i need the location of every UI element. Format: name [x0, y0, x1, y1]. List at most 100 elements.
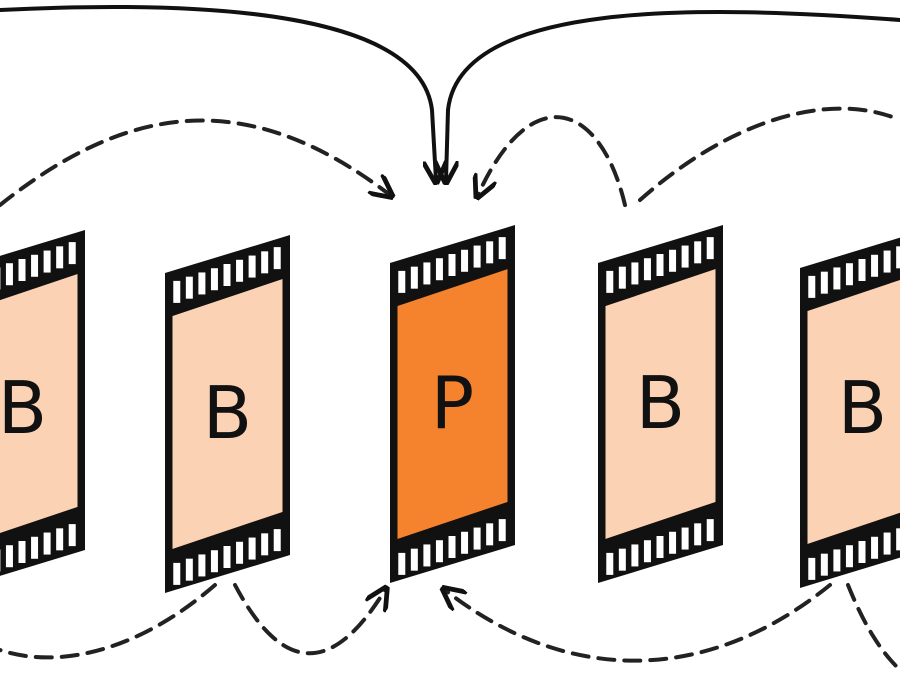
sprocket-hole [43, 250, 51, 273]
sprocket-hole [273, 247, 281, 270]
sprocket-hole [410, 266, 418, 289]
sprocket-hole [808, 557, 816, 580]
sprocket-hole [423, 262, 431, 285]
sprocket-hole [706, 519, 714, 542]
sprocket-hole [56, 528, 64, 551]
sprocket-hole [461, 531, 469, 554]
frame-picture [804, 276, 900, 549]
dashed-arrow-top-right-inner [478, 115, 627, 207]
frame-picture [602, 264, 719, 544]
frame-label: B [838, 366, 887, 450]
sprocket-hole [833, 549, 841, 572]
sprocket-hole [448, 254, 456, 276]
solid-arrow-left [0, 4, 436, 180]
sprocket-hole [18, 541, 26, 563]
sprocket-hole [435, 540, 443, 563]
sprocket-hole [871, 254, 879, 277]
sprocket-hole [198, 554, 206, 577]
sprocket-hole [681, 245, 689, 268]
frame-picture [169, 274, 286, 554]
sprocket-hole [631, 544, 639, 567]
sprocket-hole [858, 541, 866, 563]
sprocket-hole [681, 527, 689, 550]
solid-arrow-right [446, 10, 900, 180]
sprocket-hole [236, 541, 244, 564]
sprocket-hole [398, 270, 406, 293]
sprocket-hole [486, 241, 494, 264]
sprocket-hole [606, 270, 614, 293]
sprocket-hole [643, 258, 651, 281]
sprocket-hole [5, 263, 13, 286]
sprocket-hole [631, 262, 639, 285]
sprocket-hole [473, 527, 481, 550]
sprocket-hole [858, 259, 866, 281]
sprocket-hole [656, 254, 664, 276]
sprocket-hole [210, 550, 218, 573]
sprocket-hole [845, 545, 853, 568]
sprocket-hole [18, 259, 26, 281]
film-frame-b-4: B [598, 225, 723, 583]
dashed-arrow-top-left [0, 118, 390, 207]
frame-label: B [636, 361, 685, 445]
dashed-arrow-bottom-left-inner [233, 585, 385, 656]
sprocket-hole [808, 275, 816, 298]
sprocket-hole [833, 267, 841, 290]
sprocket-hole [643, 540, 651, 563]
sprocket-hole [273, 529, 281, 552]
sprocket-hole [694, 523, 702, 546]
sprocket-hole [435, 258, 443, 281]
sprocket-hole [248, 255, 256, 278]
sprocket-hole [618, 266, 626, 289]
sprocket-hole [896, 528, 900, 551]
film-frame-b-2: B [165, 235, 290, 593]
sprocket-hole [68, 524, 76, 547]
sprocket-hole [871, 536, 879, 559]
frame-label: B [0, 366, 47, 450]
frame-label: P [431, 361, 474, 445]
film-frame-b-5: B [800, 237, 900, 588]
sprocket-hole [473, 245, 481, 268]
frame-picture [0, 269, 81, 537]
sprocket-hole [845, 263, 853, 286]
sprocket-hole [461, 249, 469, 272]
sprocket-hole [706, 237, 714, 260]
sprocket-hole [883, 532, 891, 555]
sprocket-hole [173, 562, 181, 585]
sprocket-hole [820, 271, 828, 294]
sprocket-hole [669, 249, 677, 272]
sprocket-hole [606, 552, 614, 575]
sprocket-hole [223, 264, 231, 286]
sprocket-hole [5, 545, 13, 568]
sprocket-hole [185, 558, 193, 581]
sprocket-hole [820, 553, 828, 576]
frame-picture [394, 264, 511, 544]
sprocket-hole [261, 251, 269, 274]
frame-label: B [203, 371, 252, 455]
sprocket-hole [223, 546, 231, 568]
sprocket-hole [261, 533, 269, 556]
sprocket-hole [669, 531, 677, 554]
sprocket-hole [896, 246, 900, 269]
dashed-arrow-bottom-right [445, 583, 832, 663]
sprocket-hole [43, 532, 51, 555]
sprocket-hole [486, 523, 494, 546]
sprocket-hole [498, 237, 506, 260]
sprocket-hole [398, 552, 406, 575]
sprocket-hole [248, 537, 256, 560]
sprocket-hole [410, 548, 418, 571]
sprocket-hole [656, 536, 664, 558]
sprocket-hole [498, 519, 506, 542]
sprocket-hole [448, 536, 456, 558]
sprocket-hole [56, 246, 64, 269]
sprocket-hole [883, 250, 891, 273]
sprocket-hole [31, 254, 39, 277]
sprocket-hole [423, 544, 431, 567]
film-frame-b-1: B [0, 230, 85, 576]
sprocket-hole [198, 272, 206, 295]
dashed-arrow-bottom-right-outer [846, 583, 900, 672]
sprocket-hole [694, 241, 702, 264]
sprocket-hole [236, 259, 244, 282]
sprocket-hole [68, 242, 76, 265]
sprocket-hole [210, 268, 218, 291]
